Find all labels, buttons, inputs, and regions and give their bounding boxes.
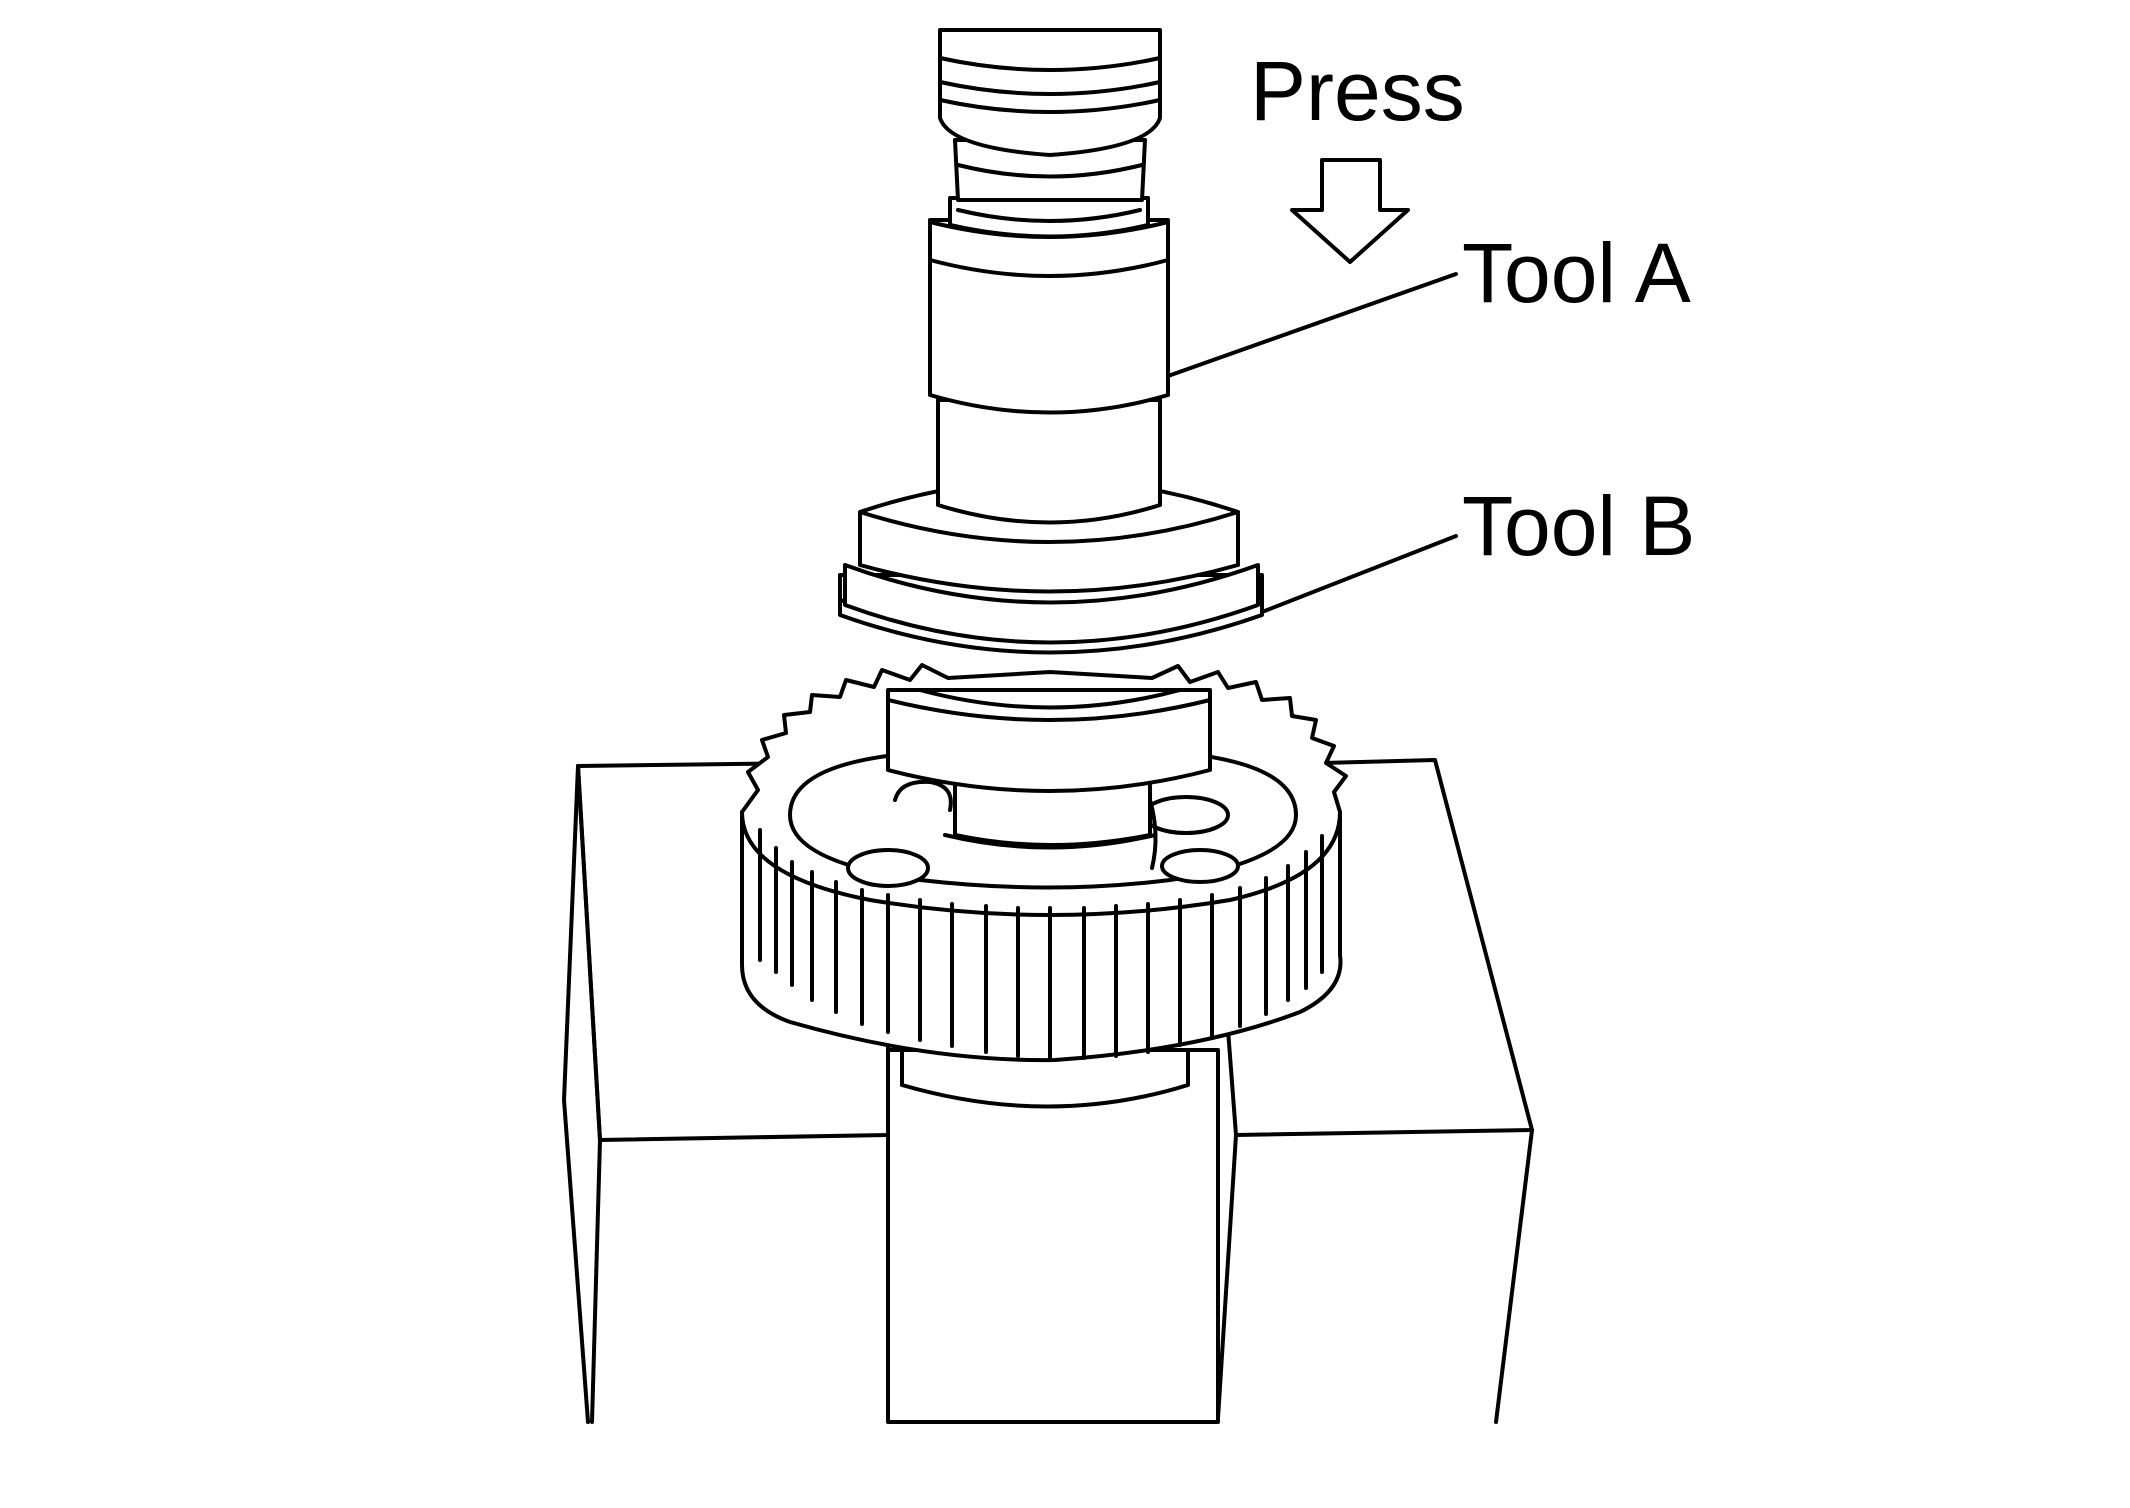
leader-line-tool-a	[1166, 272, 1458, 378]
lower-shaft	[886, 1048, 1220, 1424]
press-arrow-icon	[1290, 158, 1410, 264]
tool-b-label: Tool B	[1462, 479, 1695, 573]
gear-teeth	[758, 828, 1324, 1060]
press-label: Press	[1250, 44, 1465, 138]
gear-hole-1	[846, 848, 930, 888]
leader-line-tool-b	[1260, 534, 1458, 614]
tool-b	[838, 478, 1264, 793]
gear-hole-3	[1160, 848, 1240, 884]
tool-a	[928, 28, 1170, 525]
tool-a-label: Tool A	[1462, 226, 1691, 320]
